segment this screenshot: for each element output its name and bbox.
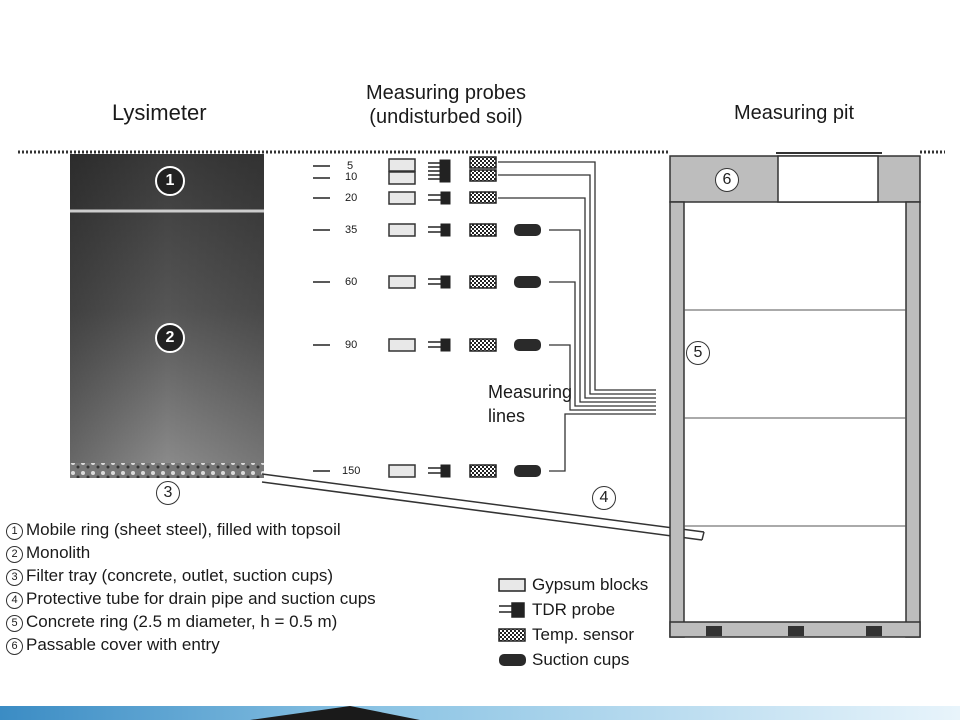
measuring-lines-label-line2: lines: [488, 406, 526, 426]
depth-label: 35: [345, 224, 358, 236]
tdr-probes: [428, 159, 451, 478]
temp-sensors: [469, 156, 497, 478]
depth-label: 90: [345, 339, 358, 351]
marker-4: 4: [592, 486, 616, 510]
depth-ticks: [313, 165, 330, 472]
depth-label: 10: [345, 171, 358, 183]
marker-2: 2: [155, 323, 185, 353]
marker-3: 3: [156, 481, 180, 505]
measuring-lines: [498, 161, 656, 472]
probes-title-line1: Measuring probes: [365, 82, 527, 104]
marker-5: 5: [686, 341, 710, 365]
gypsum-blocks: [388, 158, 416, 478]
depth-label: 150: [342, 465, 361, 477]
marker-6: 6: [715, 168, 739, 192]
depth-label: 60: [345, 276, 358, 288]
legend-suction-label: Suction cups: [532, 650, 630, 669]
measuring-lines-label-line1: Measuring: [488, 382, 573, 402]
lysimeter-monolith: [70, 154, 264, 478]
marker-1: 1: [155, 166, 185, 196]
protective-tube: [261, 473, 705, 541]
legend-symbols: [498, 578, 526, 666]
pit-title: Measuring pit: [734, 102, 855, 124]
lysimeter-title: Lysimeter: [112, 100, 207, 125]
probe-rows: [388, 156, 541, 478]
depth-label: 5: [347, 160, 354, 172]
depth-label: 20: [345, 192, 358, 204]
suction-cups: [514, 224, 541, 477]
measuring-pit: [669, 152, 921, 638]
legend-gypsum-label: Gypsum blocks: [532, 575, 649, 594]
decorative-bottom-bar: [0, 706, 960, 720]
probes-title-line2: (undisturbed soil): [369, 106, 523, 128]
legend-temp-label: Temp. sensor: [532, 625, 635, 644]
legend-tdr-label: TDR probe: [532, 600, 616, 619]
